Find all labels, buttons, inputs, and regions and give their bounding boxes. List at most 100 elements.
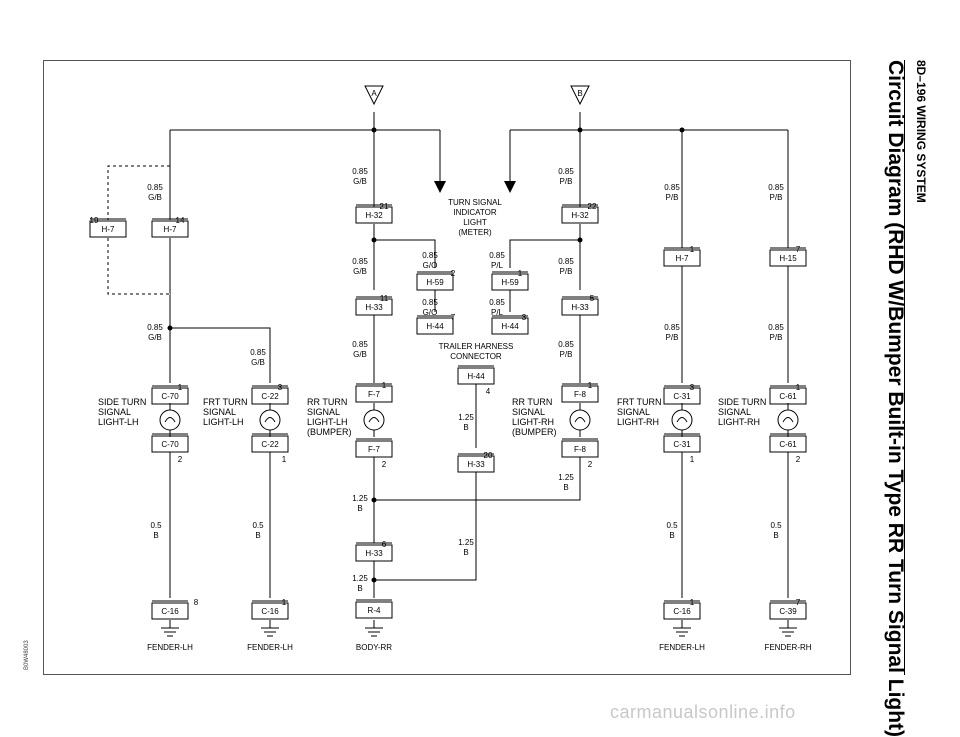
connector-box <box>561 385 599 403</box>
connector-pin: 11 <box>380 294 389 303</box>
connector-box <box>355 206 393 224</box>
lamp-label: LIGHT-LH <box>98 417 139 427</box>
lamp-filament-icon <box>782 417 794 423</box>
wire-color: P/B <box>666 193 679 202</box>
connector-pin: 7 <box>796 598 801 607</box>
wire-color: P/B <box>560 350 573 359</box>
connector-id: C-16 <box>161 607 179 616</box>
connector-pin: 3 <box>690 383 695 392</box>
wire-color: B <box>669 531 674 540</box>
section-header: 8D–196 WIRING SYSTEM <box>908 60 928 260</box>
connector-box <box>355 298 393 316</box>
wire-size: 0.85 <box>352 257 368 266</box>
wire-color: G/B <box>251 358 265 367</box>
wire-size: 0.85 <box>558 167 574 176</box>
connector-pin: 1 <box>690 245 695 254</box>
page-title: Circuit Diagram (RHD W/Bumper Built-in T… <box>872 60 907 737</box>
wire-size: 0.85 <box>489 298 505 307</box>
connector-box <box>491 317 529 335</box>
connector-id: H-33 <box>365 303 383 312</box>
wire-color: P/B <box>560 267 573 276</box>
connector-pin: 22 <box>588 202 597 211</box>
connector-pin: 1 <box>518 269 523 278</box>
connector-id: C-61 <box>779 440 797 449</box>
meter-label: (METER) <box>458 228 492 237</box>
connector-id: H-33 <box>467 460 485 469</box>
lamp-label: LIGHT-RH <box>512 417 554 427</box>
connector-pin: 5 <box>590 294 595 303</box>
wire-color: P/B <box>770 333 783 342</box>
wire-color: P/B <box>666 333 679 342</box>
connector-box <box>416 317 454 335</box>
connector-id: H-7 <box>676 254 689 263</box>
lamp-label: SIGNAL <box>203 407 236 417</box>
wire-size: 1.25 <box>352 494 368 503</box>
lamp-label: (BUMPER) <box>307 427 352 437</box>
connector-id: H-59 <box>501 278 519 287</box>
lamp-bulb-icon <box>777 409 799 431</box>
lamp-label: SIGNAL <box>307 407 340 417</box>
connector-id: H-59 <box>426 278 444 287</box>
connector-id: H-44 <box>467 372 485 381</box>
meter-label: LIGHT <box>463 218 487 227</box>
figure-code: B0W48003 <box>24 610 36 670</box>
lamp-label: (BUMPER) <box>512 427 557 437</box>
splice-dot <box>577 127 583 133</box>
wire-dashed-link <box>107 238 170 295</box>
connector-pin: 4 <box>486 387 491 396</box>
connector-box <box>355 544 393 562</box>
connector-pin: 2 <box>451 269 456 278</box>
wire-color: B <box>357 504 362 513</box>
connector-id: C-39 <box>779 607 797 616</box>
lamp-bulb-icon <box>363 409 385 431</box>
lamp-label: LIGHT-LH <box>203 417 244 427</box>
wire-size: 0.85 <box>768 323 784 332</box>
connector-id: H-44 <box>426 322 444 331</box>
diagram-frame <box>43 60 851 675</box>
connector-box <box>663 249 701 267</box>
connector-box <box>561 440 599 458</box>
lamp-label: SIDE TURN <box>98 397 146 407</box>
ground-label: FENDER-RH <box>764 643 811 652</box>
connector-box <box>769 249 807 267</box>
connector-box <box>457 455 495 473</box>
arrow-meter-a-icon <box>434 181 446 193</box>
wire-size: 1.25 <box>458 538 474 547</box>
wire-color: P/L <box>491 308 504 317</box>
connector-id: C-31 <box>673 440 691 449</box>
ground-label: BODY-RR <box>356 643 392 652</box>
wire-b-bus <box>374 452 581 501</box>
connector-id: F-7 <box>368 445 381 454</box>
wire-size: 0.5 <box>666 521 678 530</box>
connector-box <box>416 273 454 291</box>
connector-id: H-7 <box>102 225 115 234</box>
wire-size: 1.25 <box>458 413 474 422</box>
figure-code-text: B0W48003 <box>24 640 30 670</box>
wire-dash-gap <box>107 238 170 295</box>
splice-dot <box>371 577 377 583</box>
wire-size: 0.85 <box>422 251 438 260</box>
connector-id: H-33 <box>365 549 383 558</box>
header-rule <box>904 60 905 675</box>
lamp-label: SIGNAL <box>718 407 751 417</box>
offpage-letter: A <box>371 89 377 98</box>
lamp-filament-icon <box>368 417 380 423</box>
splice-dot <box>679 127 685 133</box>
lamp-label: SIDE TURN <box>718 397 766 407</box>
lamp-label: SIGNAL <box>98 407 131 417</box>
wire-size: 0.5 <box>770 521 782 530</box>
splice-dot <box>371 497 377 503</box>
connector-box <box>355 601 393 619</box>
lamp-label: SIGNAL <box>617 407 650 417</box>
wire-color: G/B <box>353 177 367 186</box>
wire-color: G/O <box>423 261 438 270</box>
connector-id: H-7 <box>164 225 177 234</box>
ground-label: FENDER-LH <box>247 643 293 652</box>
wire-size: 1.25 <box>558 473 574 482</box>
connector-pin: 20 <box>484 451 493 460</box>
lamp-label: FRT TURN <box>617 397 662 407</box>
lamp-bulb-icon <box>159 409 181 431</box>
wire-color: G/B <box>353 267 367 276</box>
